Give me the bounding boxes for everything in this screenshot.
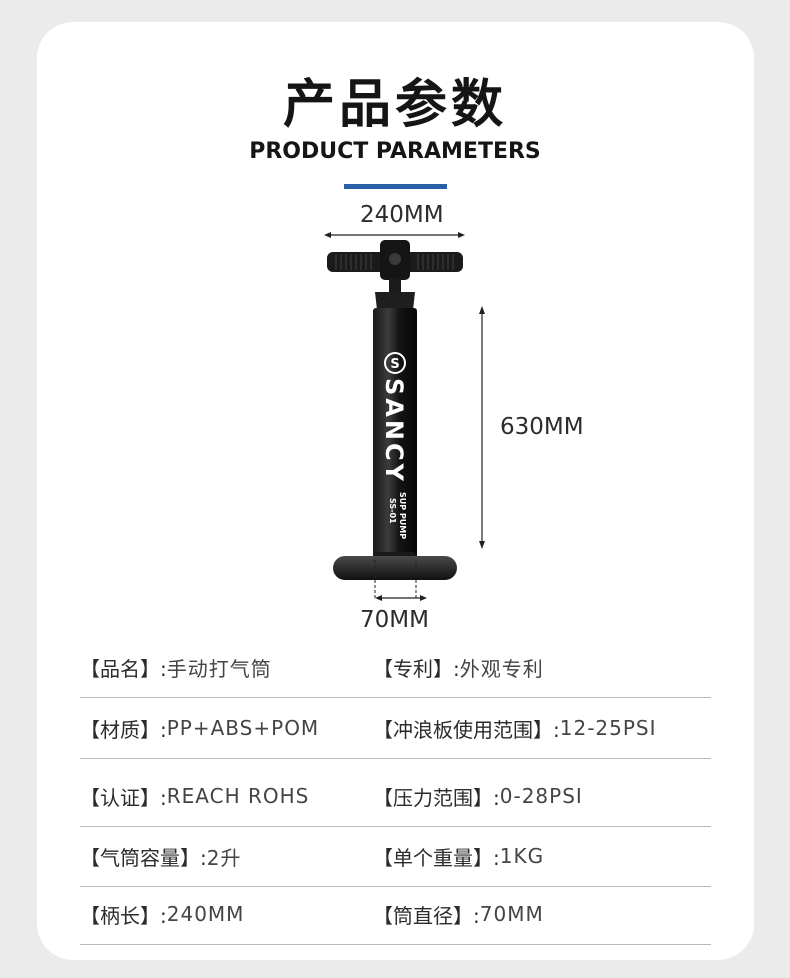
pump-base (333, 552, 457, 580)
handle-dimension-line (324, 232, 465, 238)
spec-row: 【认证】: REACH ROHS 【压力范围】:0-28PSI (80, 766, 711, 827)
spec-label: 【柄长】: (80, 903, 167, 928)
spec-right: 【压力范围】:0-28PSI (373, 766, 583, 826)
spec-value: 外观专利 (459, 656, 544, 681)
spec-value: PP+ABS+POM (166, 716, 320, 740)
spec-label: 【专利】: (373, 656, 460, 681)
spec-label: 【单个重量】: (373, 845, 500, 870)
spec-value: 70MM (479, 902, 544, 926)
spec-label: 【压力范围】: (373, 785, 500, 810)
spec-label: 【冲浪板使用范围】: (373, 717, 560, 742)
spec-right: 【专利】:外观专利 (373, 637, 544, 697)
spec-row: 【柄长】: 240MM 【筒直径】: 70MM (80, 884, 711, 945)
pump-illustration: S SANCY SUP PUMP SS-01 (324, 232, 485, 601)
spec-label: 【筒直径】: (373, 903, 480, 928)
spec-label: 【材质】: (80, 717, 167, 742)
spec-value: 1KG (499, 844, 545, 868)
spec-value: 0-28PSI (499, 784, 583, 808)
spec-value: 手动打气筒 (166, 656, 272, 681)
spec-left: 【气筒容量】: 2升 (80, 826, 241, 886)
spec-row: 【材质】:PP+ABS+POM 【冲浪板使用范围】:12-25PSI (80, 698, 711, 759)
pump-cap (375, 292, 415, 310)
base-dimension-line (374, 560, 427, 601)
height-label: 630MM (500, 414, 584, 440)
handle-width-label: 240MM (360, 202, 444, 228)
pump-barrel (373, 308, 417, 560)
height-dimension-line (479, 306, 485, 549)
spec-label: 【品名】: (80, 656, 167, 681)
brand-text: SANCY (380, 378, 408, 484)
spec-right: 【冲浪板使用范围】:12-25PSI (373, 698, 657, 758)
spec-left: 【柄长】: 240MM (80, 884, 244, 944)
spec-row: 【气筒容量】: 2升 【单个重量】: 1KG (80, 826, 711, 887)
model-line-1: SUP PUMP (398, 492, 407, 539)
spec-left: 【认证】: REACH ROHS (80, 766, 309, 826)
spec-right: 【单个重量】: 1KG (373, 826, 544, 886)
page-title: 产品参数 (282, 75, 507, 135)
svg-text:S: S (390, 357, 399, 372)
spec-value: 240MM (166, 902, 245, 926)
spec-value: 12-25PSI (559, 716, 657, 740)
pump-handle (327, 240, 463, 292)
spec-left: 【品名】:手动打气筒 (80, 637, 272, 697)
spec-left: 【材质】:PP+ABS+POM (80, 698, 319, 758)
spec-value: REACH ROHS (166, 784, 310, 808)
spec-right: 【筒直径】: 70MM (373, 884, 544, 944)
spec-label: 【认证】: (80, 785, 167, 810)
spec-label: 【气筒容量】: (80, 845, 207, 870)
model-line-2: SS-01 (388, 498, 397, 524)
spec-row: 【品名】:手动打气筒 【专利】:外观专利 (80, 637, 711, 698)
spec-value: 2升 (206, 845, 242, 870)
title-underline (344, 184, 447, 189)
brand-logo: S SANCY SUP PUMP SS-01 (380, 352, 408, 539)
page-subtitle: PRODUCT PARAMETERS (249, 139, 541, 164)
base-width-label: 70MM (360, 607, 429, 633)
